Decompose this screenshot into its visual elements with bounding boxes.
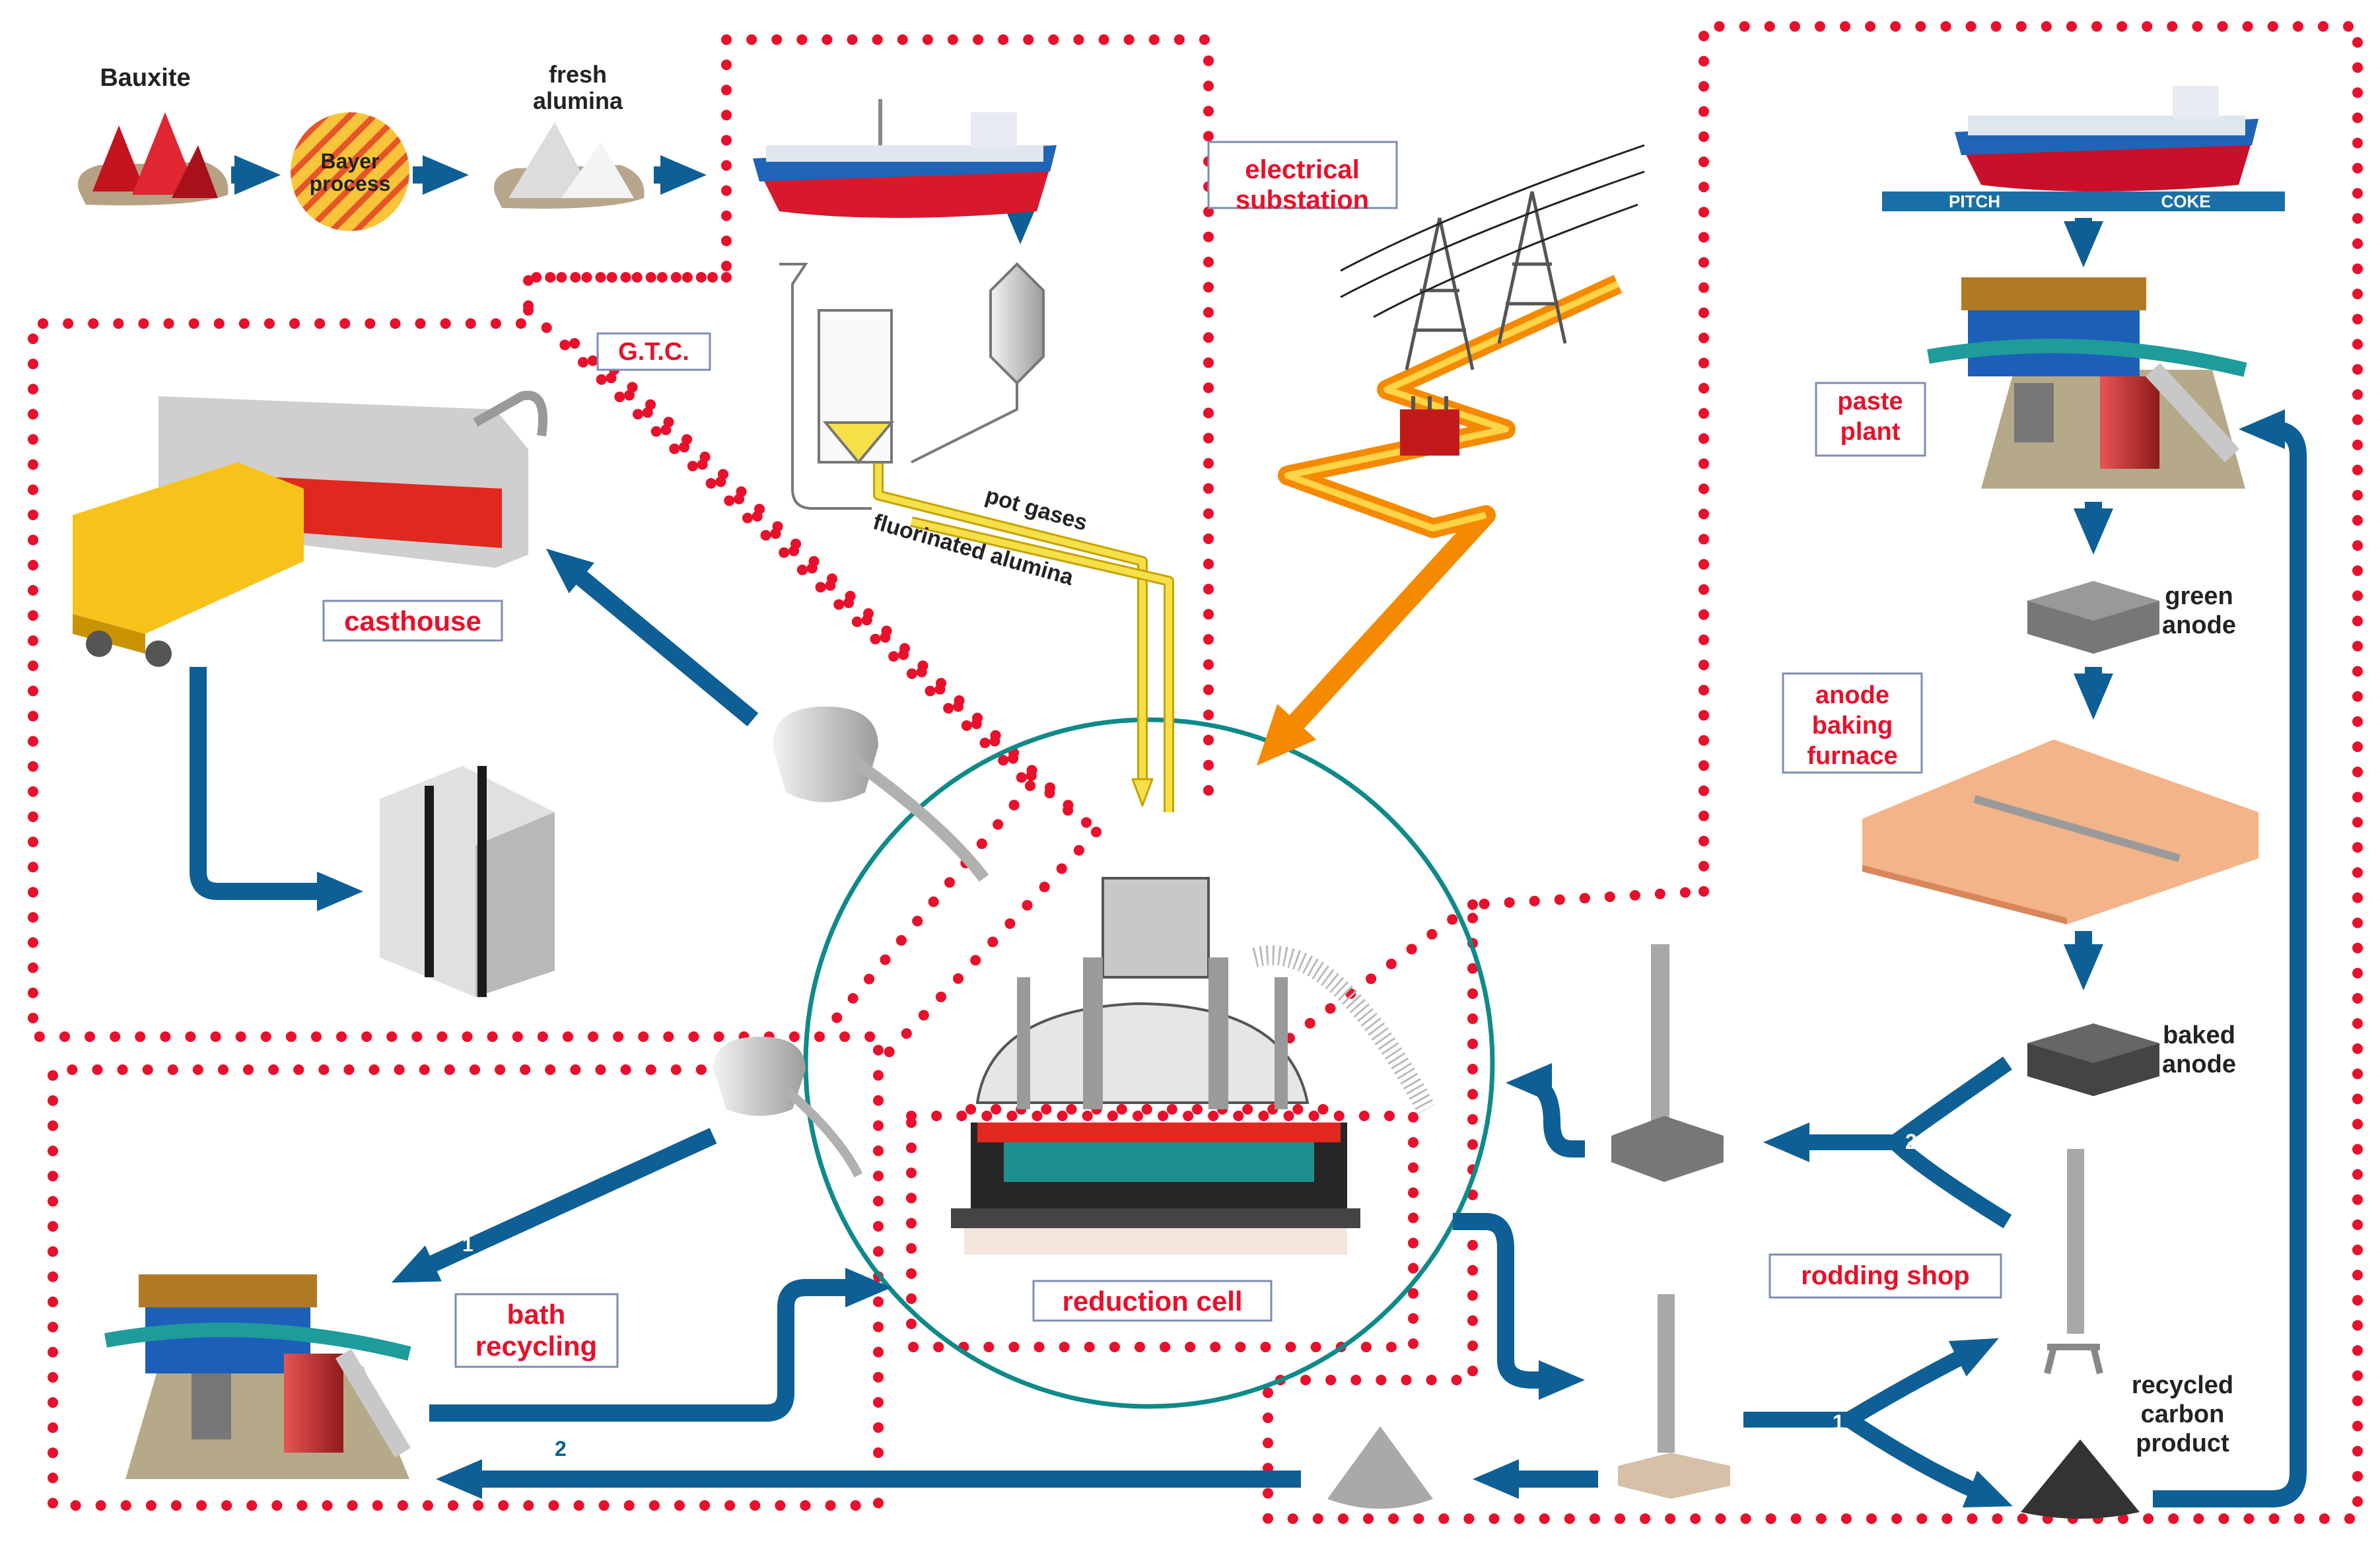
power-line [1257,275,1623,766]
zone-bath-recycling [48,1038,884,1511]
casting-machine-icon [73,390,547,667]
fork-baked-to-rodding-upper [1890,1056,2012,1149]
rodding-shop-label: rodding shop [1801,1261,1970,1290]
arrow-crucible-to-bath-plant [391,1128,717,1283]
arrow-cell-to-spent [1453,1213,1585,1400]
fork-spent-upper [1844,1338,1999,1427]
transmission-tower-icon [1340,144,1645,370]
zone-gtc-diagonal-c [609,364,1102,837]
pitch-label: PITCH [1949,191,2000,211]
gas-treatment-center-icon [779,262,1045,510]
bath-route-1-label: 1 [462,1234,473,1256]
zone-electrical [1263,21,2363,1524]
arrow-rod-to-cell [1506,1063,1585,1158]
cargo-ship-icon [1955,86,2258,191]
transformer-icon [1400,396,1459,456]
anode-rod-icon [2044,1149,2103,1375]
reduction-pot-icon [951,877,1436,1255]
flow-arrows [190,155,2307,1507]
rodding-route-1-label: 1 [1833,1410,1844,1434]
anode-rod-icon [1611,944,1724,1182]
fork-spent-lower [1844,1413,2013,1507]
bauxite-label: Bauxite [100,64,190,92]
zone-gtc-lower-a [827,780,1035,1029]
crucible-icon [773,707,989,882]
casthouse-label: casthouse [344,605,481,637]
label-boxes [322,141,2002,1368]
bauxite-pile-icon [78,112,228,205]
bath-crusher-icon [104,1274,411,1479]
cargo-ship-icon [753,99,1057,218]
reduction-cell-circle [803,717,1495,1409]
zone-reduction-cell [906,1111,1418,1352]
power-line-glow [1284,281,1620,532]
coke-label: COKE [2161,191,2210,211]
baking-furnace-icon [1862,740,2258,924]
arrow-bath-to-cell [429,1268,892,1422]
zone-borders [28,21,2363,1524]
zone-gtc-diagonal-a [523,305,1035,791]
arrow-casthouse-to-ingots [190,667,363,911]
anode-block-icon [2027,581,2159,654]
ingot-stack-icon [380,766,555,997]
anode-rod-icon [1618,1294,1730,1499]
zone-gtc-lower-b [880,827,1102,1062]
pitch-coke-conveyor [1882,191,2285,211]
rodding-route-2-label: 2 [1905,1130,1917,1154]
bath-route-2-label: 2 [555,1437,567,1461]
zone-alumina-handling [523,34,1214,798]
gas-lines [873,423,1174,812]
reduction-cell-label: reduction cell [1062,1286,1242,1317]
arrow-recycle-loop [2153,409,2307,1507]
anode-block-icon [2027,1023,2159,1096]
paste-plant-icon [1927,277,2247,489]
arrow-crucible-to-casthouse [545,548,759,727]
crucible-icon [713,1037,863,1178]
gtc-label: G.T.C. [618,338,689,366]
alumina-pile-icon [494,122,645,209]
carbon-pile-icon [2021,1439,2140,1519]
bayer-process-icon [291,112,409,231]
fork-baked-to-rodding-lower [1889,1136,2012,1229]
fork-arrows [1743,1056,2013,1507]
bath-pile-icon [1327,1426,1433,1509]
